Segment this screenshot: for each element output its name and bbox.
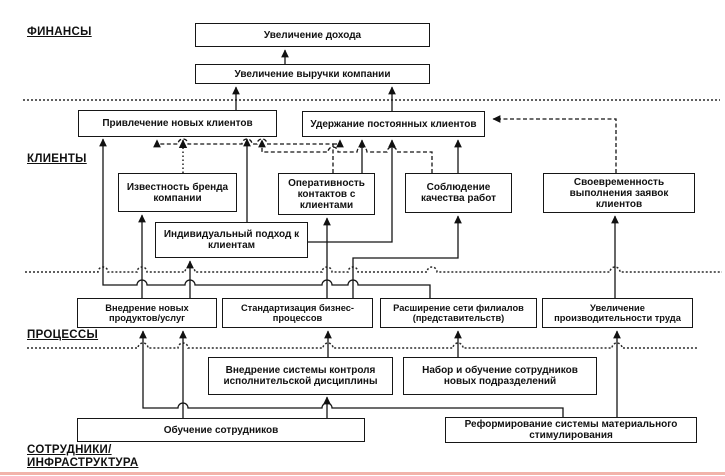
section-label-processes: ПРОЦЕССЫ: [27, 329, 99, 341]
section-label-finance: ФИНАНСЫ: [27, 26, 92, 38]
node-income: Увеличение дохода: [195, 23, 430, 47]
divider-clients-processes: [25, 266, 722, 273]
node-standardization: Стандартизация бизнес-процессов: [222, 298, 373, 328]
arrow-individual-to-retain: [308, 139, 396, 243]
node-quality: Соблюдение качества работ: [405, 173, 512, 213]
node-retain: Удержание постоянных клиентов: [302, 111, 485, 137]
arrow-incentives-to-newproducts: [139, 330, 564, 417]
node-incentives: Реформирование системы материального сти…: [445, 417, 697, 443]
node-productivity: Увеличение производительности труда: [542, 298, 693, 328]
bottom-strip: [0, 472, 725, 475]
arrow-quality-to-attract-dashed: [258, 139, 433, 173]
node-new-products: Внедрение новых продуктов/услуг: [77, 298, 217, 328]
section-label-staff-line1: СОТРУДНИКИ/: [27, 444, 112, 456]
arrow-contact-to-attract-dashed: [153, 138, 334, 173]
section-label-staff-line2: ИНФРАСТРУКТУРА: [27, 456, 139, 469]
section-label-staff: СОТРУДНИКИ/ ИНФРАСТРУКТУРА: [27, 444, 138, 469]
node-contact-speed: Оперативность контактов с клиентами: [278, 173, 375, 215]
arrow-contact-to-retain-dashed: [333, 139, 344, 148]
section-label-clients: КЛИЕНТЫ: [27, 153, 87, 165]
arrow-standardization-to-quality: [352, 215, 462, 298]
arrow-timeliness-to-retain-dashed: [492, 115, 617, 173]
node-brand: Известность бренда компании: [118, 173, 237, 212]
node-branches: Расширение сети филиалов (представительс…: [380, 298, 537, 328]
arrow-branches-to-attract: [99, 138, 431, 298]
node-discipline: Внедрение системы контроля исполнительск…: [208, 357, 393, 395]
node-timeliness: Своевременность выполнения заявок клиент…: [543, 173, 695, 213]
node-individual: Индивидуальный подход к клиентам: [155, 222, 308, 258]
node-recruiting: Набор и обучение сотрудников новых подра…: [403, 357, 597, 395]
node-attract: Привлечение новых клиентов: [78, 110, 277, 137]
divider-processes-staff: [27, 342, 697, 349]
node-training: Обучение сотрудников: [77, 418, 365, 442]
node-revenue: Увеличение выручки компании: [195, 64, 430, 84]
